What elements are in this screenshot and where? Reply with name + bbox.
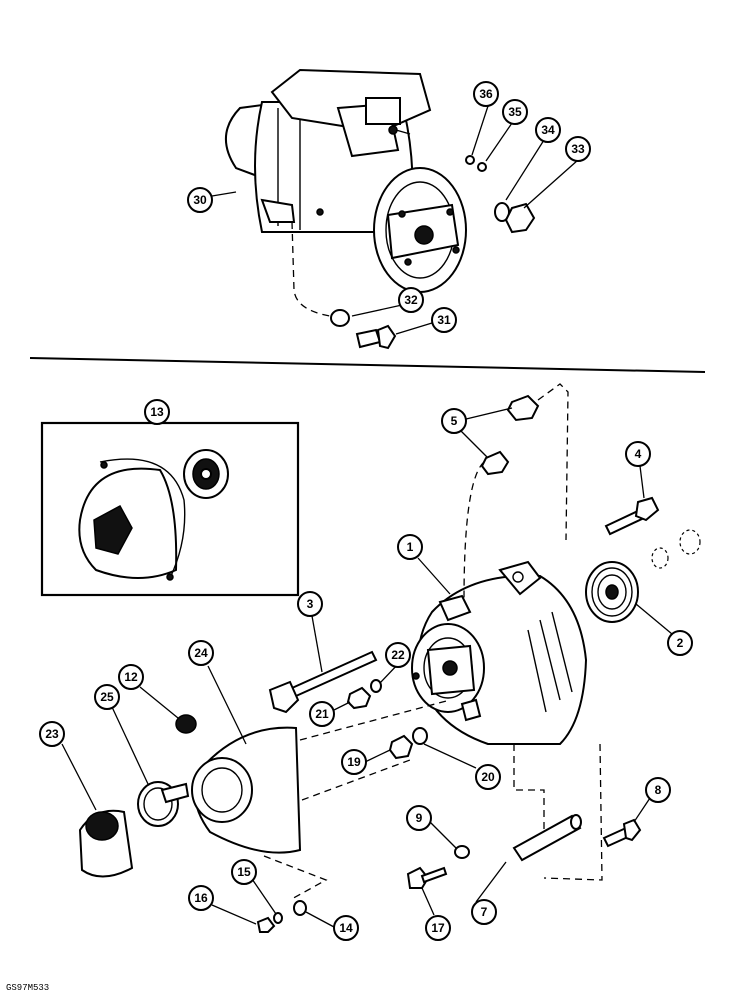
- callout-22: 22: [385, 642, 411, 668]
- svg-text:15: 15: [237, 865, 251, 879]
- washer-15: [273, 912, 283, 924]
- section-divider: [29, 357, 706, 373]
- svg-text:9: 9: [416, 811, 423, 825]
- callout-9: 9: [406, 805, 432, 831]
- callout-3: 3: [297, 591, 323, 617]
- svg-text:14: 14: [339, 921, 353, 935]
- callout-21: 21: [309, 701, 335, 727]
- spacer-7: [512, 743, 603, 881]
- callout-15: 15: [231, 859, 257, 885]
- svg-text:5: 5: [451, 414, 458, 428]
- callout-30: 30: [187, 187, 213, 213]
- callout-16: 16: [188, 885, 214, 911]
- callout-7: 7: [471, 899, 497, 925]
- callout-20: 20: [475, 764, 501, 790]
- bolt-4: [604, 496, 660, 536]
- grommet-12: [175, 714, 197, 734]
- starter-hardware: [291, 155, 536, 350]
- callout-2: 2: [667, 630, 693, 656]
- figure-code: GS97M533: [6, 983, 50, 993]
- callout-36: 36: [473, 81, 499, 107]
- callout-25: 25: [94, 684, 120, 710]
- nut-19: [388, 734, 414, 760]
- pulley: [585, 529, 701, 623]
- callout-13: 13: [144, 399, 170, 425]
- bolt-17: [406, 866, 448, 889]
- callout-31: 31: [431, 307, 457, 333]
- callout-32: 32: [398, 287, 424, 313]
- washer-14: [293, 900, 307, 916]
- callout-33: 33: [565, 136, 591, 162]
- callout-34: 34: [535, 117, 561, 143]
- svg-text:21: 21: [315, 707, 329, 721]
- svg-text:24: 24: [194, 646, 208, 660]
- svg-text:23: 23: [45, 727, 59, 741]
- svg-text:36: 36: [479, 87, 493, 101]
- alternator: [411, 560, 588, 745]
- svg-text:3: 3: [307, 597, 314, 611]
- callout-12: 12: [118, 664, 144, 690]
- svg-text:17: 17: [431, 921, 445, 935]
- cap-23: [78, 809, 134, 878]
- svg-text:35: 35: [508, 105, 522, 119]
- svg-text:20: 20: [481, 770, 495, 784]
- cover-24: [191, 699, 451, 901]
- nut-16: [256, 916, 276, 933]
- svg-text:16: 16: [194, 891, 208, 905]
- bolt-3: [268, 650, 378, 714]
- washer-9: [454, 845, 470, 859]
- callout-5: 5: [441, 408, 467, 434]
- svg-text:12: 12: [124, 670, 138, 684]
- svg-text:4: 4: [635, 447, 642, 461]
- callout-35: 35: [502, 99, 528, 125]
- svg-text:7: 7: [481, 905, 488, 919]
- svg-text:22: 22: [391, 648, 405, 662]
- callout-1: 1: [397, 534, 423, 560]
- bolt-8: [602, 818, 642, 848]
- hose-clamp-25: [137, 781, 190, 827]
- callout-23: 23: [39, 721, 65, 747]
- inset-box-13: [40, 421, 300, 597]
- leader-lines: [61, 105, 673, 928]
- callout-4: 4: [625, 441, 651, 467]
- callout-8: 8: [645, 777, 671, 803]
- svg-text:25: 25: [100, 690, 114, 704]
- starter-motor: [224, 68, 467, 293]
- svg-text:1: 1: [407, 540, 414, 554]
- washer-20: [412, 727, 428, 745]
- washer-22: [370, 679, 382, 693]
- callout-14: 14: [333, 915, 359, 941]
- svg-text:2: 2: [677, 636, 684, 650]
- callout-19: 19: [341, 749, 367, 775]
- nut-21: [346, 686, 372, 710]
- svg-text:31: 31: [437, 313, 451, 327]
- callout-24: 24: [188, 640, 214, 666]
- svg-text:19: 19: [347, 755, 361, 769]
- callout-17: 17: [425, 915, 451, 941]
- svg-text:34: 34: [541, 123, 555, 137]
- svg-text:30: 30: [193, 193, 207, 207]
- svg-text:13: 13: [150, 405, 164, 419]
- svg-text:33: 33: [571, 142, 585, 156]
- nuts-5: [463, 383, 569, 601]
- svg-text:8: 8: [655, 783, 662, 797]
- svg-text:32: 32: [404, 293, 418, 307]
